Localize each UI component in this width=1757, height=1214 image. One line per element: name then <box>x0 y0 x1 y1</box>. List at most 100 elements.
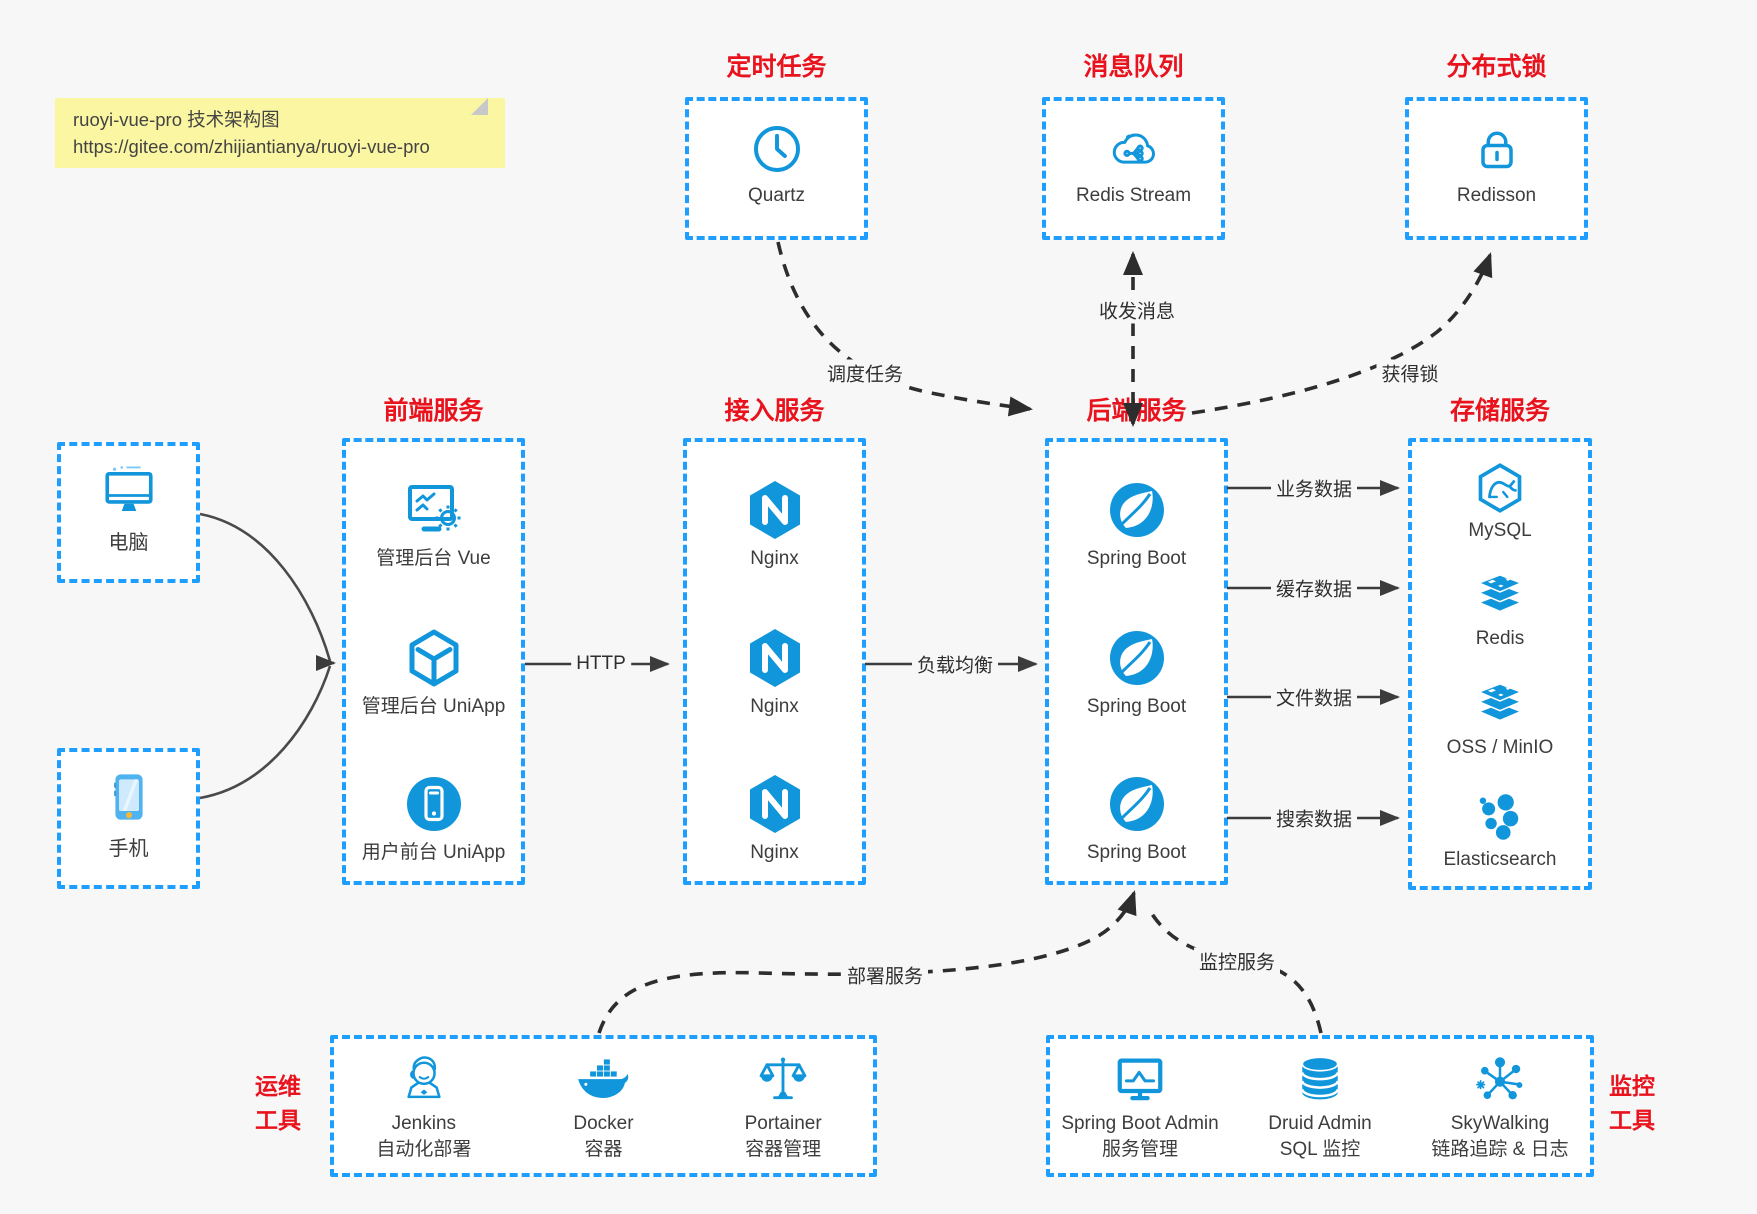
section-title-storage: 存储服务 <box>1449 397 1550 425</box>
item-label: Redisson <box>1456 185 1537 206</box>
schedule-task-label: 调度任务 <box>821 359 909 387</box>
item-label: 管理后台 Vue <box>376 548 491 569</box>
deploy-label: 部署服务 <box>841 961 929 989</box>
business-data-label: 业务数据 <box>1270 474 1358 502</box>
nginx-icon <box>743 478 807 542</box>
item-label: Druid Admin <box>1268 1113 1372 1134</box>
lock-label: 获得锁 <box>1376 359 1444 387</box>
portainer-icon <box>756 1053 810 1107</box>
storage-item: OSS / MinIO <box>1412 679 1588 761</box>
item-sublabel: 自动化部署 <box>376 1139 472 1160</box>
jenkins-icon <box>397 1053 451 1107</box>
gateway-item: Nginx <box>687 478 862 572</box>
item-label: Redis Stream <box>1075 185 1192 206</box>
item-sublabel: 服务管理 <box>1101 1139 1178 1160</box>
redis-icon <box>1472 570 1528 622</box>
frontend-item: 管理后台 UniApp <box>346 626 521 720</box>
item-sublabel: 容器管理 <box>745 1139 822 1160</box>
spring-boot-icon <box>1105 478 1169 542</box>
redisson-box: Redisson <box>1405 97 1588 240</box>
item-label: Jenkins <box>391 1113 457 1134</box>
frontend-item: 管理后台 Vue <box>346 478 521 572</box>
note-fold-corner <box>471 98 488 115</box>
item-label: Portainer <box>744 1113 822 1134</box>
http-label: HTTP <box>571 653 631 675</box>
note-title: ruoyi-vue-pro 技术架构图 <box>73 109 280 130</box>
elasticsearch-icon <box>1474 791 1526 843</box>
item-label: Nginx <box>750 548 799 569</box>
item-label: Spring Boot <box>1086 548 1187 569</box>
item-label: OSS / MinIO <box>1446 737 1554 758</box>
backend-box: Spring Boot Spring Boot Spring Boot <box>1045 438 1228 885</box>
monitor-item-sba: Spring Boot Admin 服务管理 <box>1051 1053 1229 1163</box>
backend-item: Spring Boot <box>1049 772 1224 866</box>
item-label: Spring Boot Admin <box>1061 1113 1219 1134</box>
section-title-backend: 后端服务 <box>1086 397 1187 425</box>
item-label: Nginx <box>750 696 799 717</box>
quartz-box: Quartz <box>685 97 868 240</box>
monitor-item-druid: Druid Admin SQL 监控 <box>1231 1053 1409 1163</box>
sticky-note: ruoyi-vue-pro 技术架构图 https://gitee.com/zh… <box>55 98 505 168</box>
desktop-icon <box>99 462 159 520</box>
mobile-app-icon <box>402 772 466 836</box>
admin-vue-icon <box>402 478 466 542</box>
message-label: 收发消息 <box>1093 296 1181 324</box>
backend-item: Spring Boot <box>1049 478 1224 572</box>
item-label: Quartz <box>747 185 806 206</box>
section-title-distributed-lock: 分布式锁 <box>1446 53 1547 81</box>
monitor-tools-title: 监控 工具 <box>1609 1073 1655 1133</box>
skywalking-icon <box>1473 1053 1527 1107</box>
lock-icon <box>1469 121 1525 177</box>
smartphone-icon <box>100 768 158 826</box>
item-label: Redis <box>1475 628 1525 649</box>
monitor-tools-box: Spring Boot Admin 服务管理 Druid Admin SQL 监… <box>1046 1035 1594 1177</box>
section-title-scheduled-task: 定时任务 <box>726 53 827 81</box>
docker-icon <box>573 1053 633 1107</box>
frontend-item: 用户前台 UniApp <box>346 772 521 866</box>
load-balance-label: 负载均衡 <box>911 650 999 678</box>
item-label: Spring Boot <box>1086 842 1187 863</box>
client-label: 电脑 <box>108 532 149 554</box>
item-label: 用户前台 UniApp <box>361 842 506 863</box>
pc-client-box: 电脑 <box>57 442 200 583</box>
item-label: Nginx <box>750 842 799 863</box>
clock-icon <box>749 121 805 177</box>
ops-tools-box: Jenkins 自动化部署 Docker 容器 <box>330 1035 877 1177</box>
item-label: 管理后台 UniApp <box>361 696 506 717</box>
redis-stream-cloud-icon <box>1105 121 1163 177</box>
item-label: MySQL <box>1468 520 1532 541</box>
storage-box: MySQL Redis <box>1408 438 1592 890</box>
spring-boot-icon <box>1105 772 1169 836</box>
nginx-icon <box>743 772 807 836</box>
item-label: Spring Boot <box>1086 696 1187 717</box>
gateway-box: Nginx Nginx Nginx <box>683 438 866 885</box>
uniapp-cube-icon <box>402 626 466 690</box>
mysql-icon <box>1474 462 1526 514</box>
section-title-message-queue: 消息队列 <box>1083 53 1184 81</box>
ops-tools-title: 运维 工具 <box>255 1073 301 1133</box>
phone-client-box: 手机 <box>57 748 200 889</box>
item-label: SkyWalking <box>1450 1113 1550 1134</box>
ops-item-portainer: Portainer 容器管理 <box>694 1053 872 1163</box>
item-sublabel: SQL 监控 <box>1279 1139 1361 1160</box>
section-title-frontend: 前端服务 <box>383 397 484 425</box>
section-title-gateway: 接入服务 <box>724 397 825 425</box>
backend-item: Spring Boot <box>1049 626 1224 720</box>
gateway-item: Nginx <box>687 772 862 866</box>
item-label: Elasticsearch <box>1443 849 1557 870</box>
item-sublabel: 链路追踪 & 日志 <box>1431 1139 1569 1160</box>
search-data-label: 搜索数据 <box>1270 804 1358 832</box>
redis-stream-box: Redis Stream <box>1042 97 1225 240</box>
oss-minio-icon <box>1472 679 1528 731</box>
client-label: 手机 <box>108 838 149 860</box>
ops-item-jenkins: Jenkins 自动化部署 <box>335 1053 513 1163</box>
nginx-icon <box>743 626 807 690</box>
pc-to-frontend-arrow <box>199 512 332 662</box>
item-sublabel: 容器 <box>584 1139 623 1160</box>
cache-data-label: 缓存数据 <box>1270 574 1358 602</box>
spring-boot-icon <box>1105 626 1169 690</box>
monitor-item-skywalking: SkyWalking 链路追踪 & 日志 <box>1411 1053 1589 1163</box>
file-data-label: 文件数据 <box>1270 683 1358 711</box>
client-arrows <box>199 512 336 800</box>
